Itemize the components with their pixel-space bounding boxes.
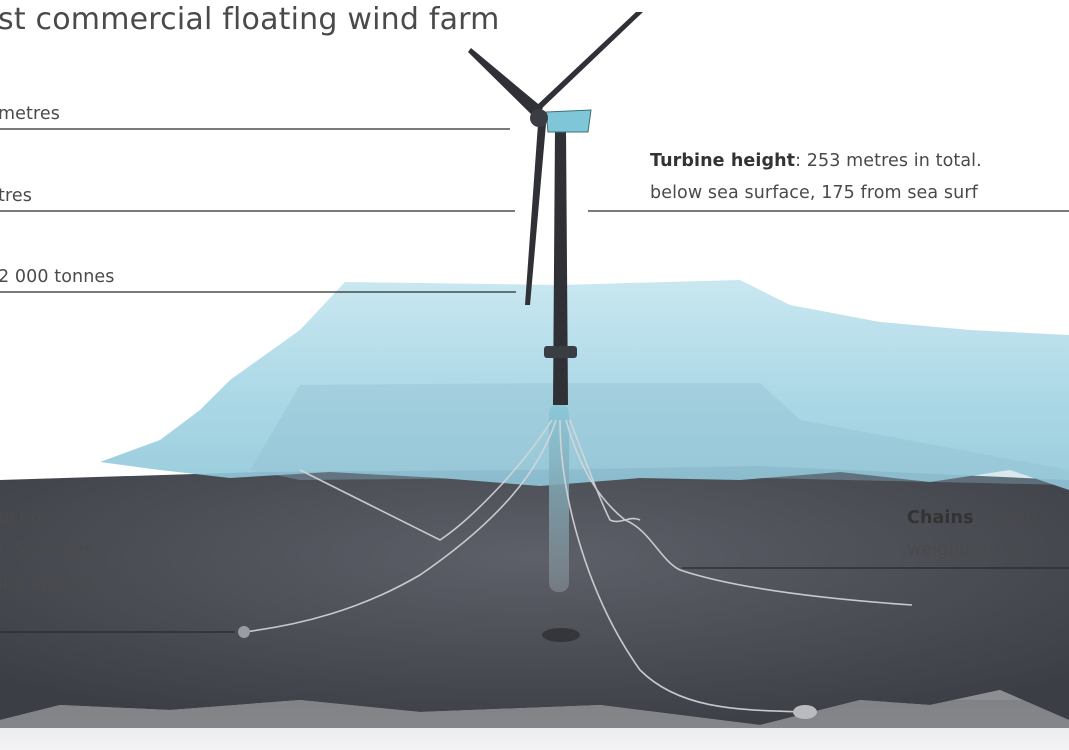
blade-up-left bbox=[468, 48, 543, 118]
turbine-height-line1: : 253 metres in total. bbox=[795, 151, 982, 171]
anchor-callout-line3: ing approx. bbox=[0, 573, 98, 593]
rotor-callout: metres bbox=[0, 104, 60, 124]
tower bbox=[553, 128, 568, 405]
tower-flange bbox=[544, 346, 577, 358]
chains-callout: Chains: 2,400 bbox=[907, 508, 1036, 528]
anchor-callout-line1: uction bbox=[0, 508, 53, 528]
turbine-height-line2: below sea surface, 175 from sea surf bbox=[650, 183, 978, 203]
turbine-height-label: Turbine height bbox=[650, 151, 796, 171]
chains-line2: weighing 1,20 bbox=[907, 540, 1033, 560]
weight-callout: 2 000 tonnes bbox=[0, 267, 115, 287]
hub bbox=[530, 109, 548, 127]
page-title: st commercial floating wind farm bbox=[0, 2, 500, 37]
blade-up-right bbox=[534, 12, 643, 112]
chains-line1: : 2,400 bbox=[973, 508, 1036, 528]
anchor-left bbox=[238, 626, 250, 638]
leader-lines bbox=[0, 128, 1069, 633]
chains-label: Chains bbox=[907, 508, 974, 528]
nacelle bbox=[545, 109, 592, 133]
blade-down bbox=[525, 124, 546, 305]
sea-surface bbox=[100, 280, 1069, 490]
turbine-height-callout: Turbine height: 253 metres in total. bbox=[650, 151, 982, 171]
anchor-callout-line2: l, 5 metres bbox=[0, 540, 94, 560]
spar-buoy bbox=[549, 404, 569, 592]
water-column bbox=[250, 383, 1069, 485]
mooring-chains bbox=[243, 419, 913, 713]
spar-shadow bbox=[542, 628, 580, 642]
blade-callout: tres bbox=[0, 186, 32, 206]
anchor-right bbox=[793, 705, 817, 719]
seabed bbox=[0, 466, 1069, 725]
